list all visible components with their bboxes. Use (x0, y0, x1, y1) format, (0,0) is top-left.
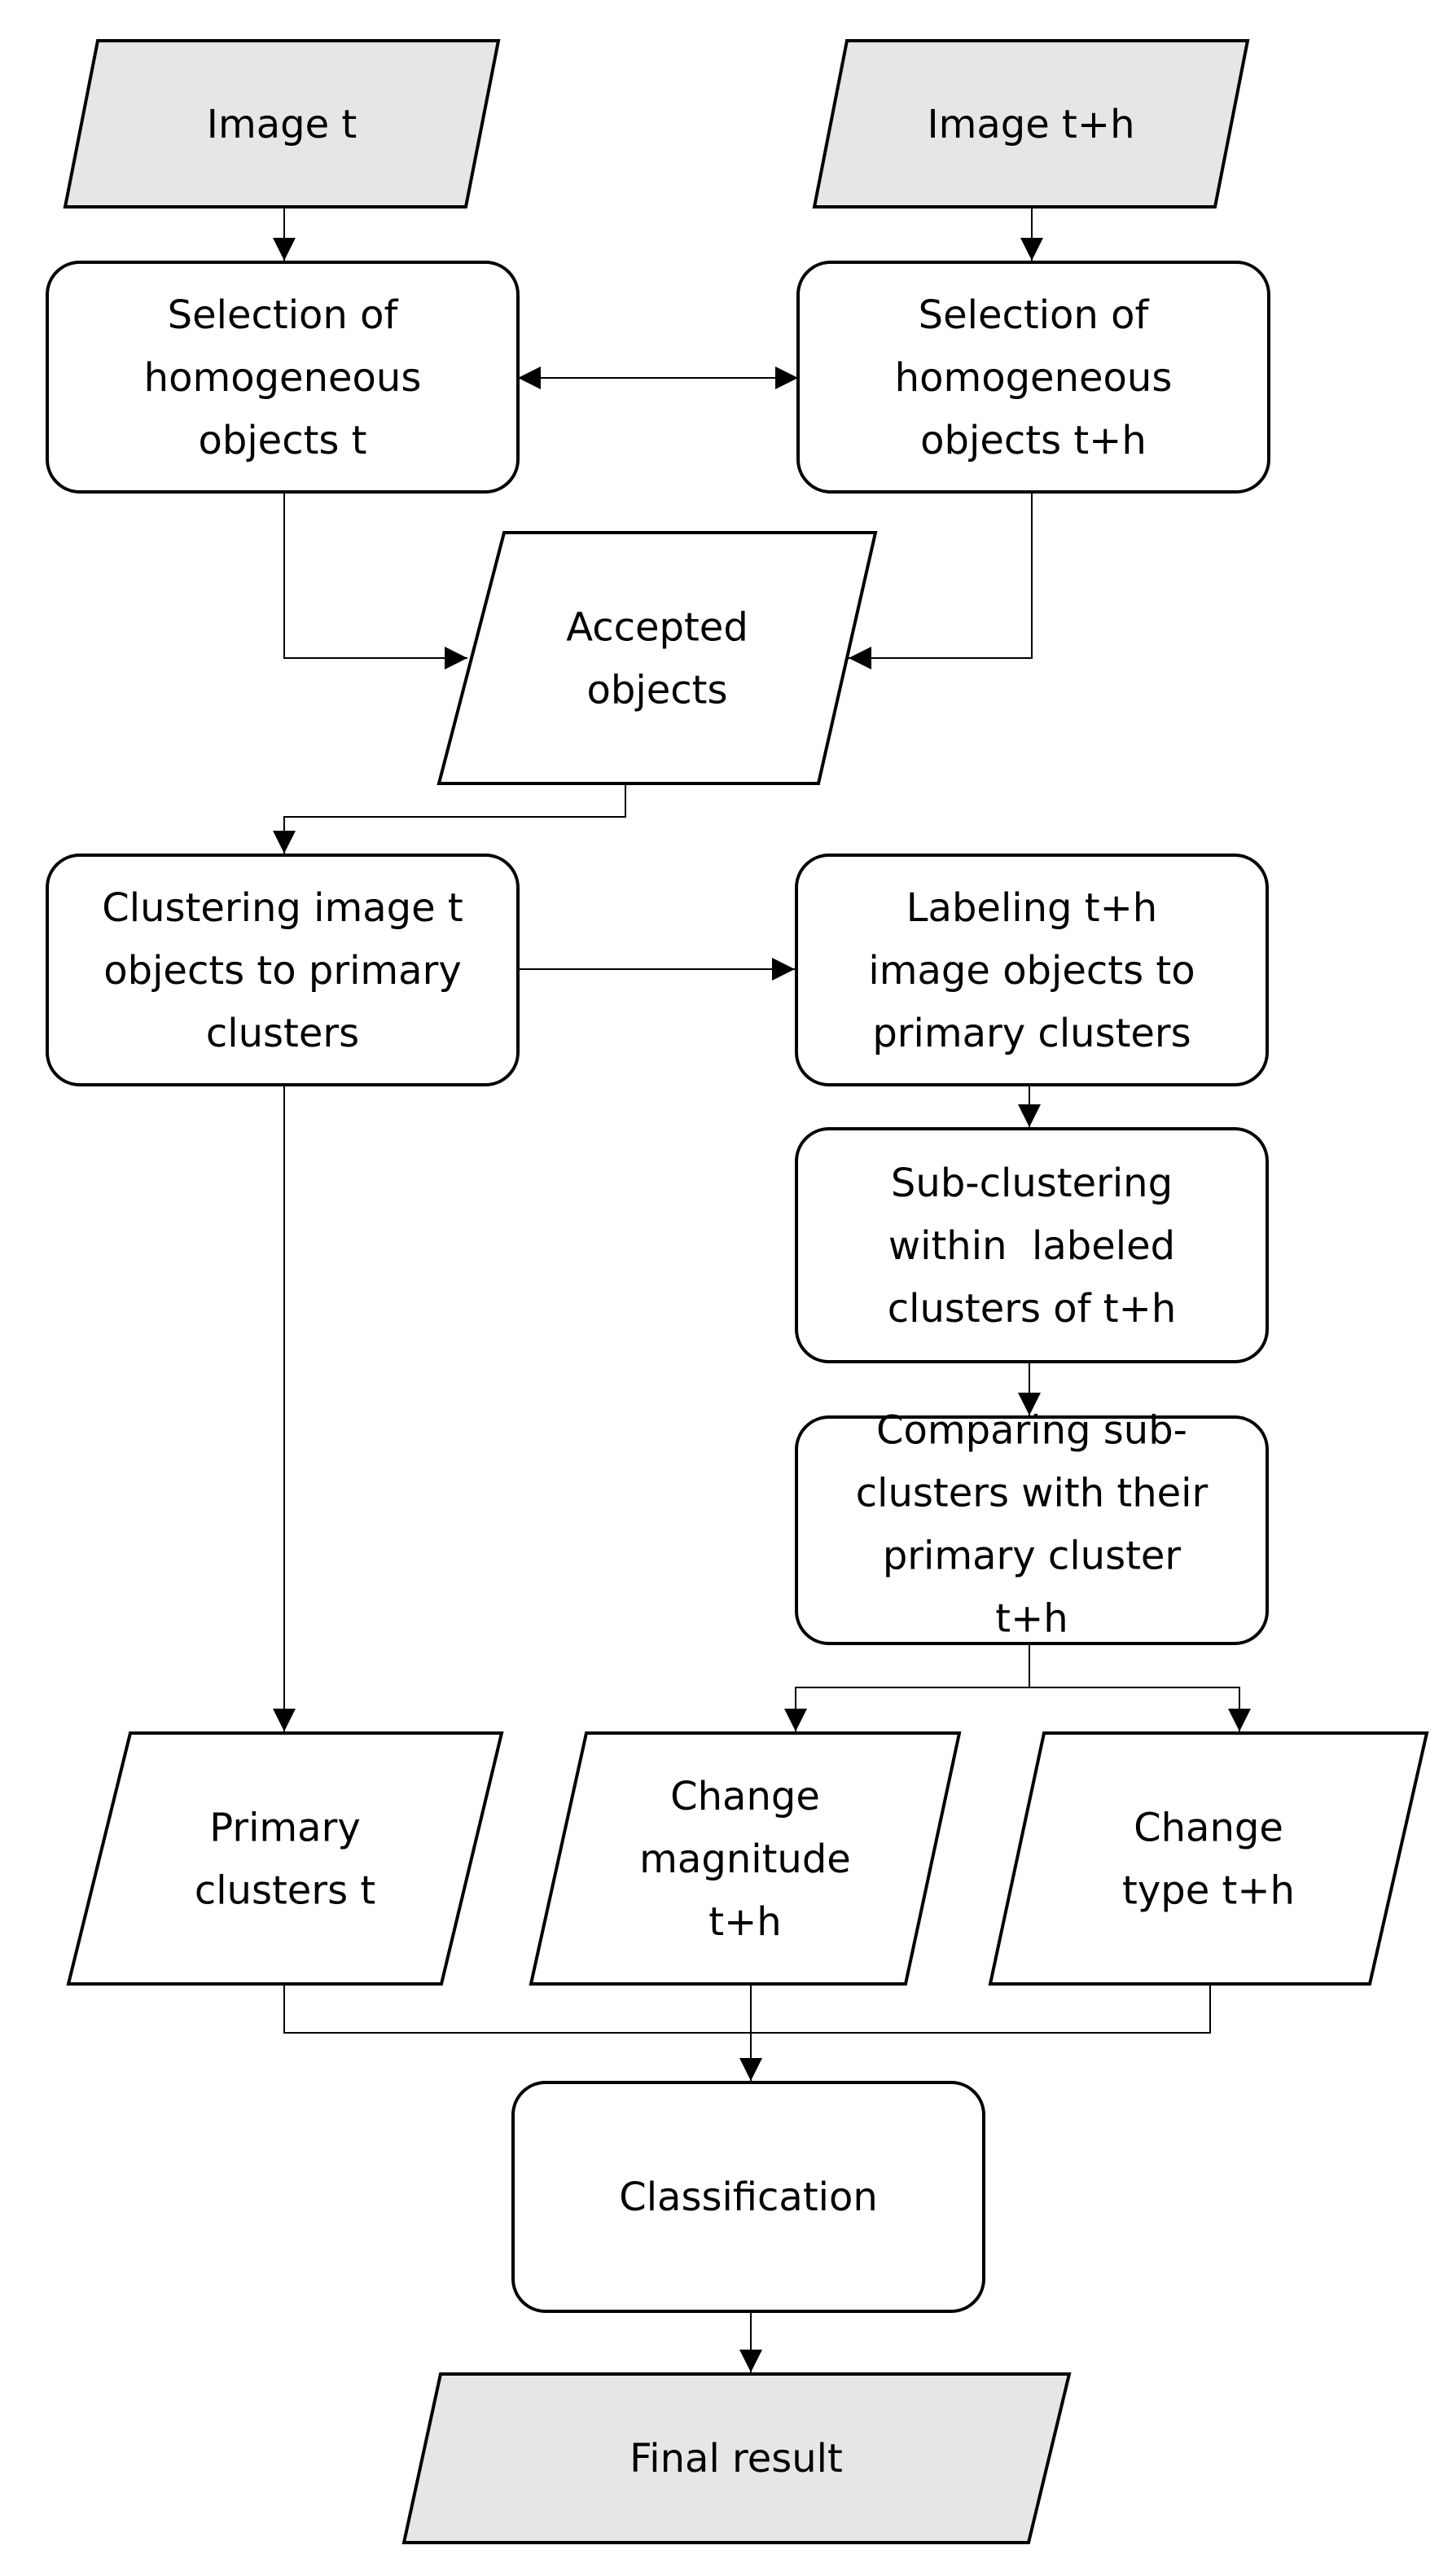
node-change-type-shape (988, 1731, 1429, 1986)
node-subclustering-shape (795, 1127, 1269, 1363)
shapes (46, 39, 1429, 2544)
label-line: Image t (207, 102, 357, 147)
node-labeling-shape (795, 854, 1269, 1086)
label-line: Change (670, 1774, 820, 1819)
node-primary-clusters-shape (66, 1731, 504, 1986)
label-line: Selection of (168, 292, 399, 338)
arrow-comparing-to-change-magnitude (784, 1643, 1030, 1731)
arrow-selection-t-to-accepted (283, 492, 467, 669)
label-line: Sub-clustering (891, 1161, 1173, 1206)
node-image-th-shape (812, 39, 1250, 208)
node-image-t-label: Image t (207, 102, 357, 147)
label-line: clusters t (195, 1868, 375, 1914)
arrow-accepted-to-clustering (273, 783, 626, 854)
node-change-magnitude-shape (529, 1731, 962, 1986)
label-line: objects t+h (920, 418, 1147, 463)
arrow-comparing-to-change-type (1029, 1643, 1251, 1731)
connectors (273, 207, 1251, 2372)
node-subclustering-label: Sub-clustering within labeled clusters of … (888, 1161, 1177, 1332)
label-line: Selection of (919, 292, 1150, 338)
label-line: type t+h (1122, 1868, 1295, 1914)
label-line: objects t (199, 418, 367, 463)
label-line: clusters (206, 1011, 359, 1056)
node-image-t-shape (63, 39, 501, 208)
node-change-magnitude-label: Change magnitude t+h (639, 1774, 851, 1945)
label-line: t+h (995, 1596, 1068, 1642)
labels: Image t Image t+h Selection of homogeneou… (102, 102, 1295, 2482)
label-line: Labeling t+h (906, 885, 1157, 931)
node-clustering-shape (46, 854, 520, 1086)
label-line: image objects to (868, 948, 1195, 994)
label-line: Primary (209, 1806, 360, 1851)
label-line: primary clusters (872, 1011, 1191, 1056)
node-accepted-objects-label: Accepted objects (566, 605, 748, 713)
label-line: primary cluster (883, 1534, 1182, 1579)
label-line: homogeneous (144, 355, 422, 401)
node-final-result-label: Final result (629, 2436, 843, 2482)
label-line: clusters of t+h (888, 1286, 1177, 1332)
line-primary-clusters-to-merge (283, 1984, 1211, 2034)
label-line: Image t+h (927, 102, 1134, 147)
node-classification-shape (511, 2081, 985, 2313)
node-accepted-objects-shape (436, 531, 878, 785)
node-change-type-label: Change type t+h (1122, 1806, 1295, 1914)
label-line: within labeled (888, 1223, 1175, 1269)
arrow-selection-th-to-accepted (849, 492, 1033, 669)
label-line: objects (587, 668, 728, 713)
node-classification-label: Classification (619, 2174, 878, 2220)
node-selection-t-label: Selection of homogeneous objects t (144, 292, 422, 463)
node-clustering-label: Clustering image t objects to primary clus… (102, 885, 463, 1056)
node-selection-th-label: Selection of homogeneous objects t+h (895, 292, 1173, 463)
node-primary-clusters-label: Primary clusters t (195, 1806, 375, 1914)
node-selection-th-shape (796, 261, 1270, 494)
node-labeling-label: Labeling t+h image objects to primary clus… (868, 885, 1195, 1056)
node-image-th-label: Image t+h (927, 102, 1134, 147)
label-line: t+h (708, 1899, 781, 1945)
label-line: Change (1134, 1806, 1283, 1851)
label-line: clusters with their (856, 1471, 1209, 1516)
label-line: Classification (619, 2174, 878, 2220)
label-line: Accepted (566, 605, 748, 651)
label-line: Final result (629, 2436, 843, 2482)
label-line: Clustering image t (102, 885, 463, 931)
label-line: homogeneous (895, 355, 1173, 401)
label-line: objects to primary (103, 948, 461, 994)
node-final-result-shape (401, 2372, 1072, 2544)
node-comparing-shape (795, 1415, 1269, 1645)
label-line: magnitude (639, 1837, 851, 1882)
node-comparing-label: Comparing sub-clusters with their primary… (856, 1408, 1209, 1642)
node-selection-t-shape (46, 261, 520, 494)
label-line: Comparing sub- (876, 1408, 1187, 1454)
